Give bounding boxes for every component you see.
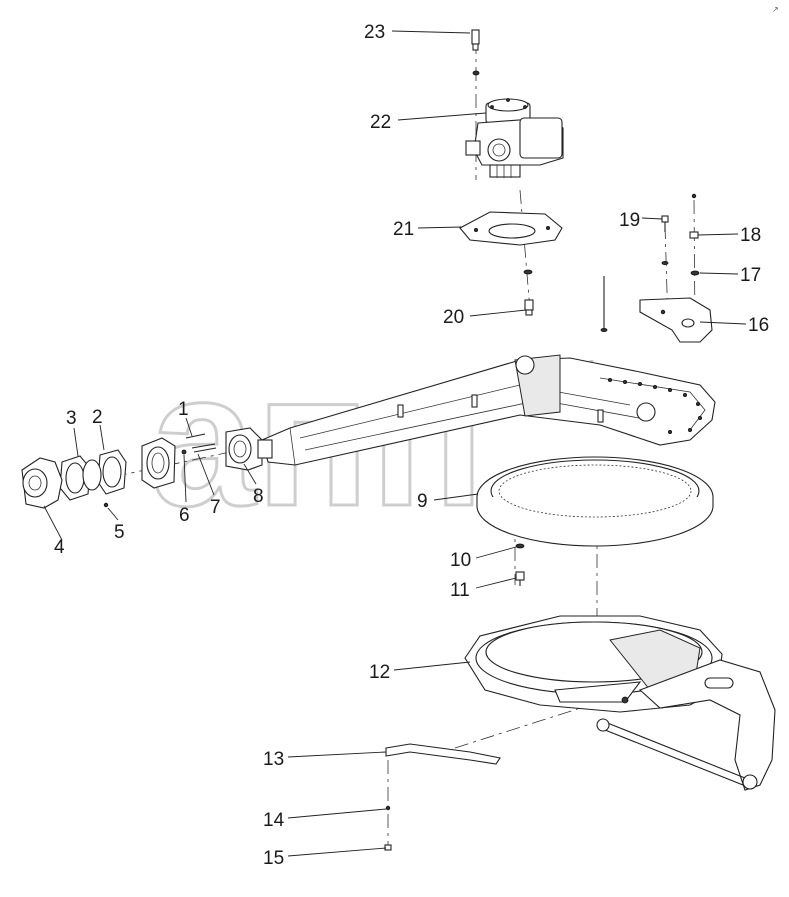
part-17-washer — [690, 270, 700, 276]
part-15-bolt — [384, 844, 392, 851]
callout-6: 6 — [179, 505, 190, 526]
flange-plate — [141, 437, 176, 489]
part-1-bolt — [185, 433, 206, 439]
callout-18: 18 — [740, 225, 761, 246]
callout-14: 14 — [263, 810, 285, 831]
callout-22: 22 — [370, 112, 391, 133]
part-3-gasket — [59, 455, 91, 501]
callout-3: 3 — [66, 408, 77, 429]
callout-7: 7 — [210, 497, 221, 518]
callout-labels: 23 22 21 20 19 18 17 16 1 2 3 9 8 7 6 5 … — [54, 22, 769, 869]
callout-1: 1 — [178, 399, 189, 420]
part-20-bolt — [523, 269, 534, 316]
part-14-washer — [385, 805, 391, 811]
callout-21: 21 — [393, 219, 414, 240]
part-7-bolt — [191, 443, 217, 453]
callout-10: 10 — [450, 550, 471, 571]
part-6-washer — [181, 449, 187, 455]
part-2-gasket — [97, 449, 127, 495]
callout-16: 16 — [748, 315, 769, 336]
callout-19: 19 — [619, 210, 640, 231]
part-11-bolt — [515, 571, 525, 586]
frame-top-bolts — [600, 276, 608, 332]
part-23-bolt — [471, 29, 480, 76]
callout-5: 5 — [114, 522, 125, 543]
callout-12: 12 — [369, 662, 390, 683]
callout-20: 20 — [443, 307, 464, 328]
hydraulic-rod — [596, 696, 758, 790]
frame-bolt-holes — [608, 377, 703, 434]
callout-17: 17 — [740, 265, 761, 286]
part-19-bolt — [661, 215, 669, 265]
corner-mark: ↗ — [772, 5, 779, 14]
callout-9: 9 — [417, 491, 428, 512]
part-13-strip — [385, 743, 501, 765]
part-2b-gasket — [82, 459, 102, 491]
part-9-slewing-ring — [476, 456, 714, 547]
boom-frame — [261, 354, 716, 466]
callout-23: 23 — [364, 22, 385, 43]
part-8-housing — [225, 427, 273, 471]
callout-15: 15 — [263, 848, 284, 869]
callout-13: 13 — [263, 749, 284, 770]
callout-2: 2 — [92, 407, 103, 428]
leader-lines — [43, 30, 747, 857]
part-16-bracket — [639, 297, 713, 343]
callout-8: 8 — [253, 486, 264, 507]
part-21-mounting-plate — [459, 211, 563, 246]
part-12-base-ring — [464, 615, 776, 791]
part-4-end-cap — [21, 457, 63, 509]
part-10-washer — [515, 543, 525, 549]
part-22-gear-motor — [465, 98, 564, 178]
callout-11: 11 — [450, 580, 470, 601]
part-5-screw — [103, 502, 109, 508]
callout-4: 4 — [54, 537, 65, 558]
